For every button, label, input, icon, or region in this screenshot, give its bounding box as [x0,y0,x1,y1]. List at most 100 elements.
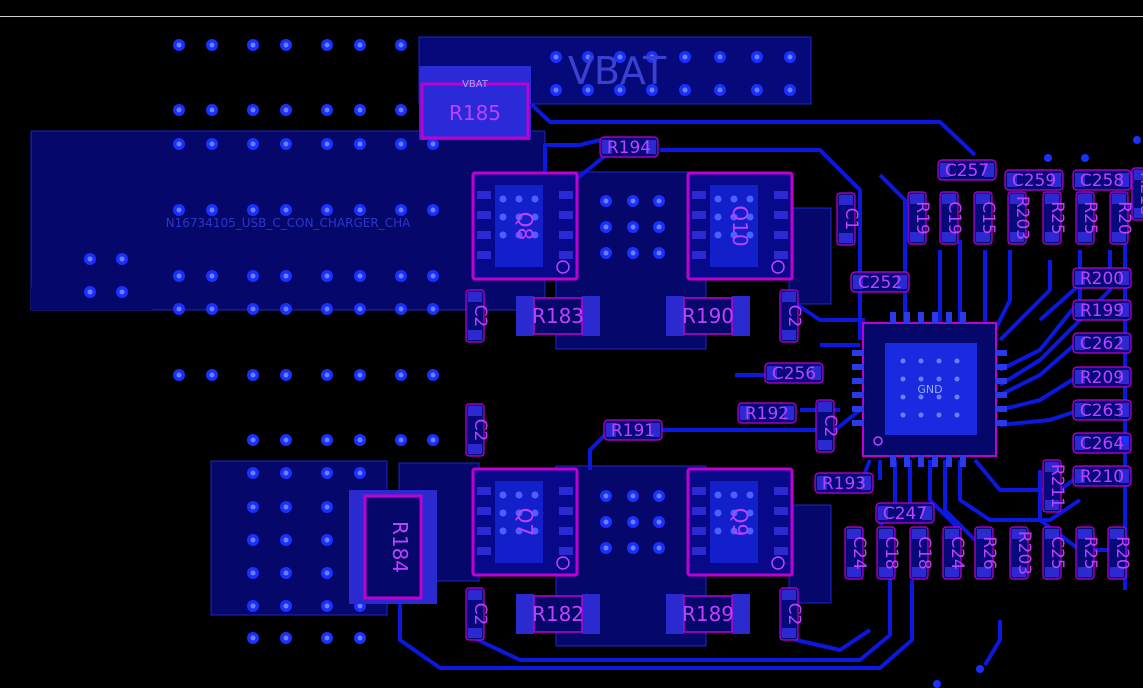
resistor-r189-label: R189 [682,602,734,626]
resistor-r213-label: R213 [1136,172,1143,216]
via-hole [250,207,256,213]
passive-bottom-5[interactable]: R203 [1009,526,1034,580]
via-hole [176,42,182,48]
via-hole [283,603,289,609]
resistor-r200-label: R200 [1080,269,1124,289]
via-hole [176,107,182,113]
resistor-r192-label: R192 [745,404,789,424]
capacitor-c252[interactable]: C252 [850,271,910,293]
capacitor-c256[interactable]: C256 [764,362,824,384]
passive-col-0[interactable]: R19 [907,191,932,245]
passive-col-5[interactable]: R25 [1075,191,1100,245]
passive-bottom-3[interactable]: C24 [942,526,967,580]
resistor-r191[interactable]: R191 [603,419,663,441]
via-hole [176,141,182,147]
via-hole [430,437,436,443]
resistor-r184[interactable]: R184 [349,490,437,604]
capacitor-c2-a-label: C2 [470,305,490,328]
capacitor-c263[interactable]: C263 [1072,399,1132,421]
mosfet-q9[interactable]: Q9 [686,467,794,577]
capacitor-c252-label: C252 [858,273,902,293]
via-hole [283,470,289,476]
mosfet-q8[interactable]: Q8 [471,171,579,281]
passive-col-6[interactable]: R20 [1109,191,1134,245]
capacitor-c2-f[interactable]: C2 [815,399,840,453]
via-hole [656,545,662,551]
passive-bottom-0[interactable]: C24 [844,526,869,580]
capacitor-c256-label: C256 [772,364,816,384]
via-hole [656,519,662,525]
passive-bottom-1[interactable]: C18 [876,526,901,580]
passive-bottom-8-label: R20 [1112,536,1132,569]
resistor-r182[interactable]: R182 [516,594,600,634]
resistor-r182-label: R182 [532,602,584,626]
ic-pins [852,312,1007,467]
passive-col-1[interactable]: C19 [939,191,964,245]
via-hole [357,141,363,147]
resistor-r193[interactable]: R193 [814,472,874,494]
capacitor-c2-c[interactable]: C2 [465,587,490,641]
via-hole [209,306,215,312]
capacitor-c264[interactable]: C264 [1072,432,1132,454]
via-hole [176,273,182,279]
resistor-r190-label: R190 [682,304,734,328]
via-hole [357,470,363,476]
via-hole [603,224,609,230]
passive-col-3[interactable]: R203 [1007,191,1032,245]
via-hole [324,635,330,641]
resistor-r200[interactable]: R200 [1072,267,1132,289]
capacitor-c257[interactable]: C257 [937,159,997,181]
resistor-r189[interactable]: R189 [666,594,750,634]
capacitor-c258[interactable]: C258 [1072,169,1132,191]
passive-bottom-7[interactable]: R25 [1075,526,1100,580]
resistor-r183[interactable]: R183 [516,296,600,336]
capacitor-c2-a[interactable]: C2 [465,289,490,343]
via-hole [250,42,256,48]
via-hole [357,306,363,312]
mosfet-q10[interactable]: Q10 [686,171,794,281]
resistor-r190[interactable]: R190 [666,296,750,336]
via-hole [87,256,93,262]
capacitor-c247[interactable]: C247 [875,502,935,524]
via-hole [324,42,330,48]
resistor-r211[interactable]: R211 [1042,459,1067,513]
capacitor-c262-label: C262 [1080,334,1124,354]
passive-bottom-4[interactable]: R26 [974,526,999,580]
via-hole [250,504,256,510]
capacitor-c262[interactable]: C262 [1072,332,1132,354]
resistor-r191-label: R191 [611,421,655,441]
resistor-r194[interactable]: R194 [599,136,659,158]
passive-bottom-6[interactable]: C25 [1042,526,1067,580]
passive-col-4[interactable]: R25 [1042,191,1067,245]
via-hole [324,504,330,510]
stray-vias [933,136,1141,688]
capacitor-c1[interactable]: C1 [836,192,861,246]
capacitor-c2-e[interactable]: C2 [779,587,804,641]
via [1133,136,1141,144]
resistor-r185[interactable]: R185 [420,82,530,140]
via-hole [119,289,125,295]
capacitor-c2-d[interactable]: C2 [779,289,804,343]
capacitor-c259[interactable]: C259 [1004,169,1064,191]
passive-col-3-label: R203 [1012,196,1032,240]
resistor-r213[interactable]: R213 [1131,167,1143,221]
passive-col-0-label: R19 [912,201,932,234]
resistor-r209[interactable]: R209 [1072,366,1132,388]
via-hole [603,493,609,499]
resistor-r210[interactable]: R210 [1072,465,1132,487]
resistor-r192[interactable]: R192 [737,402,797,424]
resistor-r199[interactable]: R199 [1072,299,1132,321]
via-hole [250,437,256,443]
via-hole [283,504,289,510]
via-hole [250,141,256,147]
resistor-r184-label: R184 [388,521,412,573]
capacitor-c2-b[interactable]: C2 [465,403,490,457]
via-hole [656,250,662,256]
passive-bottom-8[interactable]: R20 [1107,526,1132,580]
via-hole [430,141,436,147]
passive-bottom-2[interactable]: C18 [909,526,934,580]
passive-col-2[interactable]: C15 [973,191,998,245]
mosfet-q7[interactable]: Q7 [471,467,579,577]
